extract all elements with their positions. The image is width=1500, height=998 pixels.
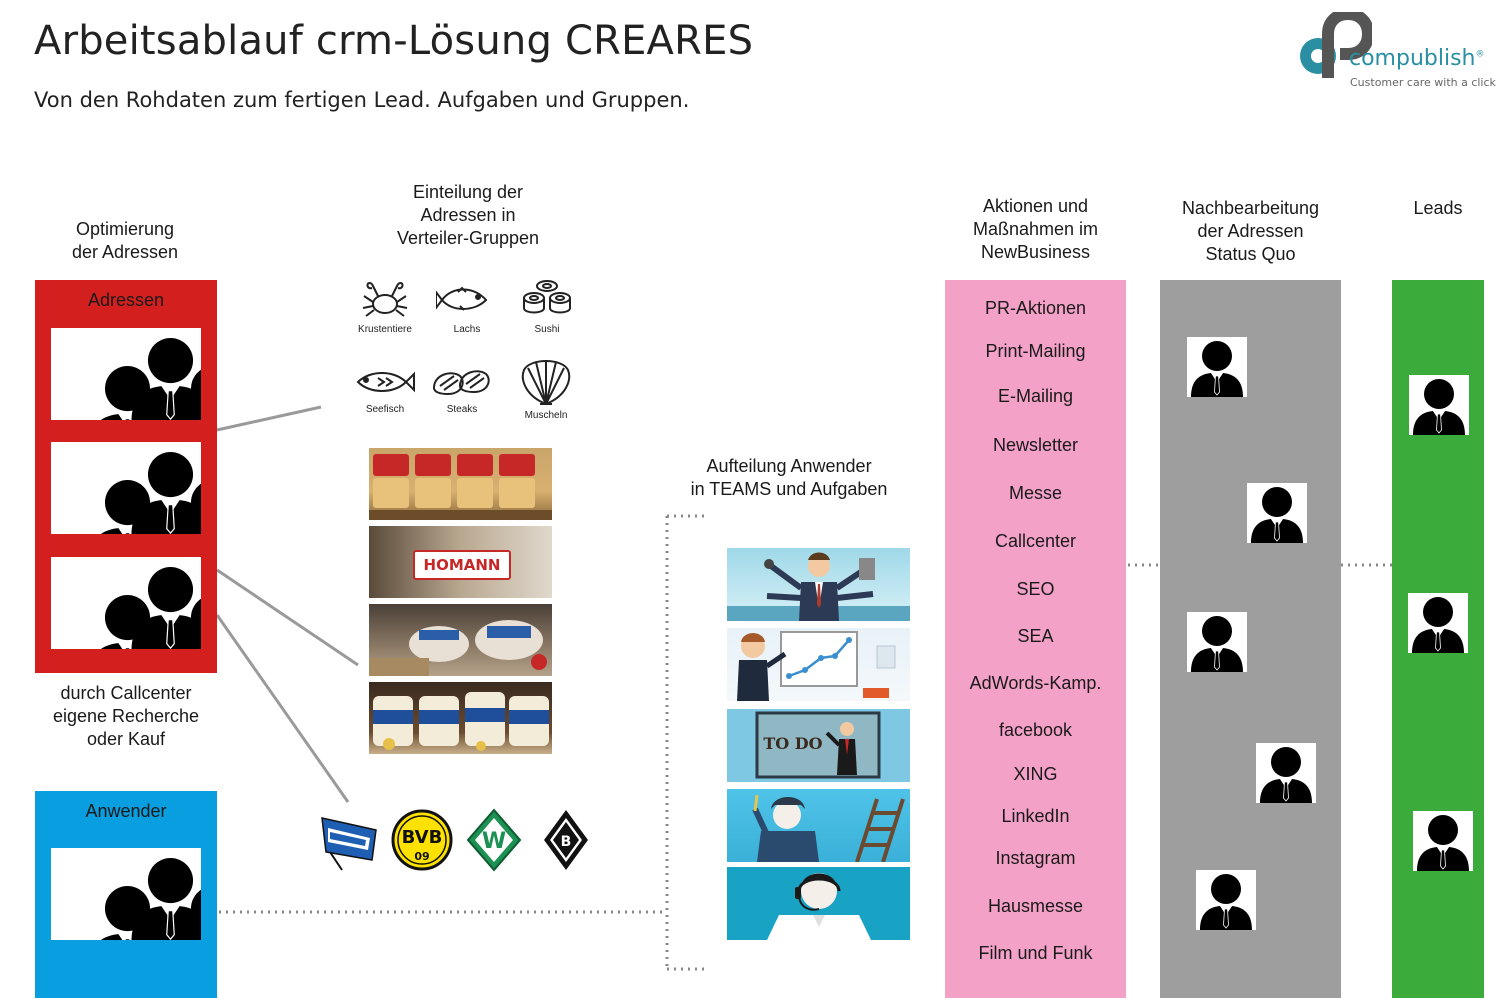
- action-item: Newsletter: [992, 435, 1079, 455]
- heading-nachbearbeitung: Nachbearbeitung der Adressen Status Quo: [1181, 198, 1320, 264]
- heading-aktionen: Aktionen und Maßnahmen im NewBusiness: [972, 196, 1099, 262]
- contact-person-icon: [1196, 870, 1256, 930]
- contact-person-icon: [1247, 483, 1307, 543]
- anwender-panel-title: Anwender: [85, 801, 167, 821]
- group-steaks: Steaks: [422, 362, 502, 415]
- group-sushi: Sushi: [507, 276, 587, 335]
- product-photo-logo: HOMANN: [369, 526, 552, 598]
- action-item: Hausmesse: [987, 896, 1084, 916]
- svg-text:09: 09: [414, 850, 429, 863]
- action-item: SEA: [1017, 626, 1054, 646]
- lead-person-icon: [1409, 375, 1469, 435]
- action-item: SEO: [1016, 579, 1055, 599]
- action-item: E-Mailing: [997, 386, 1074, 406]
- product-photo-jars: [369, 448, 552, 520]
- group-muscheln: Muscheln: [506, 354, 586, 421]
- address-group-icon: [51, 442, 201, 534]
- group-krustentiere: Krustentiere: [345, 276, 425, 335]
- address-group-icon: [51, 557, 201, 649]
- aktionen-panel: PR-Aktionen Print-Mailing E-Mailing News…: [945, 280, 1126, 998]
- crab-icon: [362, 282, 408, 317]
- club-hertha-bsc-icon: [318, 808, 382, 872]
- user-group-icon: [51, 848, 201, 940]
- adressen-note: durch Callcenter eigene Recherche oder K…: [52, 683, 200, 749]
- action-item: Film und Funk: [978, 943, 1093, 963]
- fish-icon: [436, 286, 488, 311]
- shell-icon: [521, 360, 571, 406]
- svg-text:B: B: [561, 834, 572, 850]
- action-item: AdWords-Kamp.: [969, 673, 1102, 693]
- action-item: LinkedIn: [1001, 806, 1070, 826]
- svg-text:TO DO: TO DO: [763, 734, 822, 753]
- adressen-panel-title: Adressen: [87, 290, 165, 310]
- sushi-icon: [523, 280, 571, 314]
- compublish-logo-icon: [1298, 7, 1375, 78]
- team-image-todo: TO DO: [727, 709, 910, 782]
- product-photo-mayo: [369, 682, 552, 754]
- steak-icon: [432, 370, 490, 396]
- team-image-multitasking: [727, 548, 910, 621]
- leads-panel: [1392, 280, 1484, 998]
- group-seefisch: Seefisch: [345, 362, 425, 415]
- homann-logo: HOMANN: [413, 550, 511, 580]
- heading-einteilung: Einteilung der Adressen in Verteiler-Gru…: [396, 182, 540, 248]
- nachbearbeitung-panel: [1160, 280, 1341, 998]
- logo-tagline: Customer care with a click: [1350, 76, 1496, 89]
- heading-optimierung: Optimierung der Adressen: [71, 219, 179, 262]
- action-item: Messe: [1008, 483, 1062, 503]
- club-bvb-icon: BVB 09: [390, 808, 454, 872]
- team-image-creative: [727, 789, 910, 862]
- action-item: PR-Aktionen: [984, 298, 1087, 318]
- lead-person-icon: [1408, 593, 1468, 653]
- address-group-icon: [51, 328, 201, 420]
- action-item: Instagram: [995, 848, 1076, 868]
- contact-person-icon: [1187, 612, 1247, 672]
- anwender-panel: Anwender: [35, 791, 217, 998]
- page-title: Arbeitsablauf crm-Lösung CREARES: [34, 18, 754, 64]
- club-gladbach-icon: B: [534, 808, 598, 872]
- product-photo-tins: [369, 604, 552, 676]
- heading-leads: Leads: [1413, 198, 1463, 218]
- svg-text:BVB: BVB: [402, 827, 443, 848]
- action-item: XING: [1013, 764, 1058, 784]
- seafish-icon: [356, 371, 415, 393]
- club-werder-icon: W: [462, 808, 526, 872]
- action-item: Print-Mailing: [985, 341, 1086, 361]
- svg-text:W: W: [482, 829, 506, 854]
- contact-person-icon: [1256, 743, 1316, 803]
- group-lachs: Lachs: [427, 276, 507, 335]
- page-subtitle: Von den Rohdaten zum fertigen Lead. Aufg…: [34, 88, 690, 112]
- contact-person-icon: [1187, 337, 1247, 397]
- logo-wordmark: compublish®: [1349, 46, 1485, 71]
- lead-person-icon: [1413, 811, 1473, 871]
- action-item: Callcenter: [994, 531, 1077, 551]
- adressen-panel: Adressen: [35, 280, 217, 673]
- heading-aufteilung: Aufteilung Anwender in TEAMS und Aufgabe…: [690, 456, 888, 499]
- team-image-presentation: [727, 628, 910, 701]
- team-image-callcenter: [727, 867, 910, 940]
- action-item: facebook: [998, 720, 1073, 740]
